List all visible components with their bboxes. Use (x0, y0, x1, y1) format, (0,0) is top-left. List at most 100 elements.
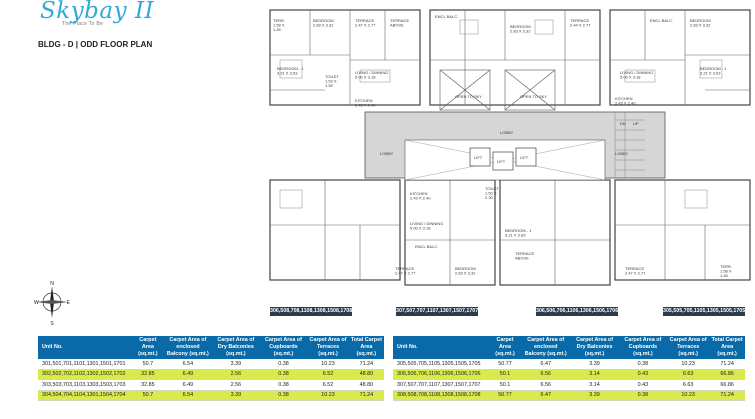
compass-n: N (50, 281, 54, 287)
area-value-cell: 50.1 (489, 379, 522, 391)
unit-label-box: 306,506,706,1106,1306,1506,1706 (536, 307, 619, 316)
area-value-cell: 6.47 (521, 390, 571, 401)
area-value-cell: 6.54 (163, 359, 213, 370)
area-value-cell: 0.38 (618, 390, 668, 401)
col-header: Unit No. (38, 336, 132, 359)
area-value-cell: 2.56 (212, 379, 260, 391)
col-header: Carpet Area of enclosed Balcony (sq.mt.) (163, 336, 213, 359)
area-value-cell: 3.39 (570, 390, 619, 401)
col-header: Carpet Area of Dry Balconies (sq.mt.) (212, 336, 260, 359)
col-header: Carpet Area (sq.mt.) (489, 336, 522, 359)
area-value-cell: 3.14 (570, 369, 619, 380)
area-value-cell: 50.77 (489, 390, 522, 401)
area-value-cell: 48.80 (348, 369, 384, 380)
area-value-cell: 6.54 (163, 390, 213, 401)
col-header: Carpet Area of Terraces (sq.mt.) (307, 336, 349, 359)
area-value-cell: 10.23 (307, 359, 349, 370)
area-value-cell: 10.23 (667, 359, 710, 370)
label-encl-balc: ENCL BALC. (650, 18, 673, 23)
area-value-cell: 6.49 (163, 379, 213, 391)
col-header: Carpet Area of enclosed Balcony (sq.mt.) (521, 336, 571, 359)
col-header: Carpet Area (sq.mt.) (132, 336, 164, 359)
area-value-cell: 71.24 (348, 390, 384, 401)
unit-numbers-cell: 306,506,706,1106,1306,1506,1706 (393, 369, 489, 380)
area-value-cell: 71.24 (709, 390, 745, 401)
unit-numbers-cell: 304,504,704,1104,1301,1504,1704 (38, 390, 132, 401)
carpet-area-table-left: Unit No. Carpet Area (sq.mt.) Carpet Are… (38, 336, 384, 401)
unit-numbers-cell: 303,503,703,1103,1303,1503,1703 (38, 379, 132, 391)
unit-numbers-cell: 305,505,705,1105,1305,1505,1705 (393, 359, 489, 370)
area-value-cell: 0.38 (618, 359, 668, 370)
area-value-cell: 50.77 (489, 359, 522, 370)
col-header: Carpet Area of Cupboards (sq.mt.) (259, 336, 308, 359)
col-header: Carpet Area of Dry Balconies (sq.mt.) (570, 336, 619, 359)
label-lobby: LOBBY (500, 130, 514, 135)
area-value-cell: 0.38 (259, 390, 308, 401)
area-value-cell: 0.43 (618, 379, 668, 391)
compass-w: W (34, 300, 39, 306)
area-value-cell: 32.85 (132, 369, 164, 380)
label-dn: DN (620, 121, 626, 126)
col-header: Total Carpet Area (sq.mt.) (709, 336, 745, 359)
compass-s: S (50, 321, 54, 326)
label-lobby: LOBBY (380, 151, 394, 156)
label-lobby: LOBBY (615, 151, 629, 156)
area-value-cell: 3.39 (212, 390, 260, 401)
label-encl-balc: ENCL BALC. (415, 244, 438, 249)
area-value-cell: 3.14 (570, 379, 619, 391)
area-value-cell: 50.7 (132, 390, 164, 401)
area-value-cell: 50.1 (489, 369, 522, 380)
area-value-cell: 6.63 (667, 379, 710, 391)
unit-numbers-cell: 307,507,707,1107,1307,1507,1707 (393, 379, 489, 391)
area-value-cell: 6.49 (163, 369, 213, 380)
label-lift: LIFT (497, 159, 506, 164)
area-value-cell: 0.38 (259, 359, 308, 370)
area-value-cell: 0.38 (259, 379, 308, 391)
unit-label-box: 306,508,708,1108,1308,1508,1708 (270, 307, 353, 316)
col-header: Carpet Area of Cupboards (sq.mt.) (618, 336, 668, 359)
label-open-to-sky: OPEN TO SKY (520, 94, 547, 99)
area-value-cell: 2.56 (212, 369, 260, 380)
area-value-cell: 6.56 (521, 369, 571, 380)
page-title: BLDG - D | ODD FLOOR PLAN (38, 40, 153, 49)
col-header: Total Carpet Area (sq.mt.) (348, 336, 384, 359)
area-value-cell: 50.7 (132, 359, 164, 370)
area-value-cell: 0.43 (618, 369, 668, 380)
unit-numbers-cell: 301,501,701,1101,1301,1501,1701 (38, 359, 132, 370)
label-lift: LIFT (474, 155, 483, 160)
area-value-cell: 48.80 (348, 379, 384, 391)
area-value-cell: 6.63 (667, 369, 710, 380)
unit-numbers-cell: 308,508,708,1108,1308,1508,1708 (393, 390, 489, 401)
area-value-cell: 6.56 (521, 379, 571, 391)
area-value-cell: 66.86 (709, 369, 745, 380)
area-value-cell: 10.23 (307, 390, 349, 401)
label-encl-balc: ENCL BALC. (435, 14, 458, 19)
label-lift: LIFT (520, 155, 529, 160)
area-value-cell: 3.39 (212, 359, 260, 370)
brand-logo: Skybay II (40, 0, 155, 24)
